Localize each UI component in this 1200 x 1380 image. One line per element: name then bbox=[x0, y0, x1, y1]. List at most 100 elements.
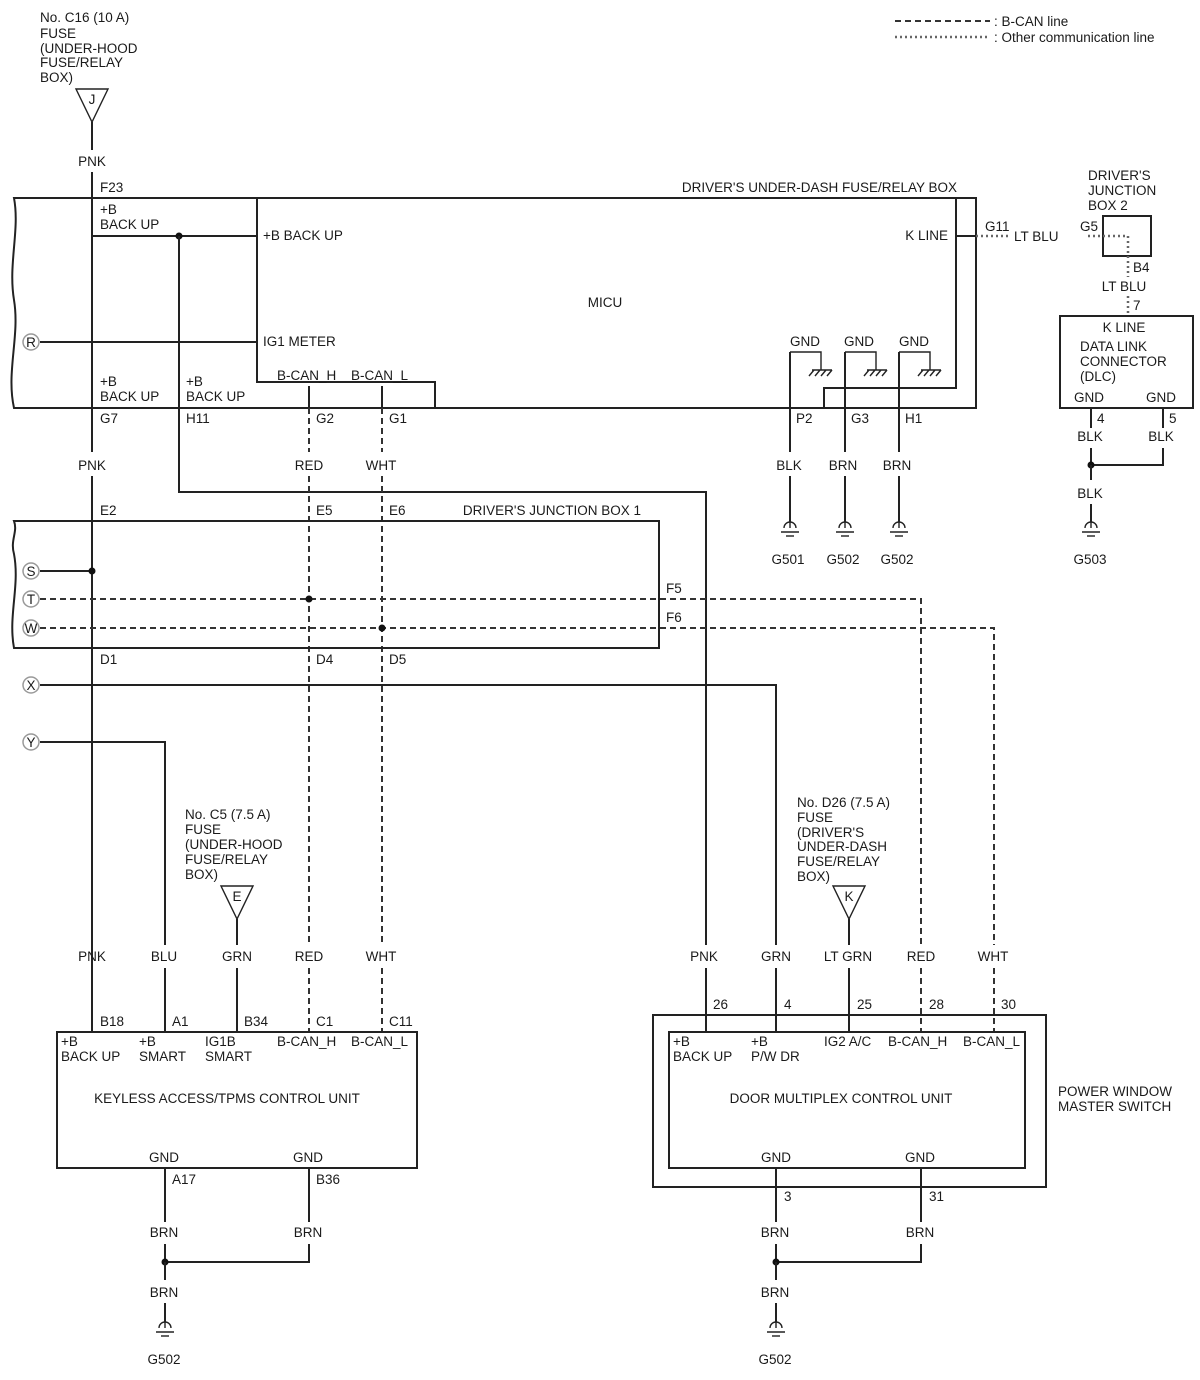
wire-door-gnd-join bbox=[775, 1244, 922, 1263]
ground-icon bbox=[767, 1321, 785, 1337]
term-p2: P2 bbox=[796, 411, 813, 426]
keyless-gnd-2: GND bbox=[293, 1150, 323, 1165]
wire-label-grn-4: GRN bbox=[761, 949, 791, 964]
wire-y-blu bbox=[40, 741, 166, 945]
dlc-gnd-1: GND bbox=[1074, 390, 1104, 405]
term-g1: G1 bbox=[389, 411, 407, 426]
wire-label-pnk-top: PNK bbox=[78, 154, 106, 169]
wire-label-pnk-g7: PNK bbox=[78, 458, 106, 473]
legend-can-label: : B-CAN line bbox=[994, 14, 1068, 29]
pin-31: 31 bbox=[929, 1189, 944, 1204]
fuse-c16-letter: J bbox=[89, 92, 96, 107]
dlc-k-line: K LINE bbox=[1103, 320, 1146, 335]
ground-icon bbox=[781, 521, 799, 537]
micu-gnd-1: GND bbox=[790, 334, 820, 349]
pin-26: 26 bbox=[713, 997, 728, 1012]
fuse-c16-label-1: No. C16 (10 A) bbox=[40, 10, 129, 25]
ground-icon bbox=[836, 521, 854, 537]
wire-label-brn-a17: BRN bbox=[150, 1225, 179, 1240]
fuse-d26-label-4: UNDER-DASH bbox=[797, 839, 887, 854]
term-b4: B4 bbox=[1133, 260, 1150, 275]
wire-label-wht-30: WHT bbox=[978, 949, 1009, 964]
can-h-t-f5 bbox=[40, 598, 922, 945]
door-back-up: BACK UP bbox=[673, 1049, 732, 1064]
keyless-b-1: +B bbox=[61, 1034, 78, 1049]
under-dash-title: DRIVER'S UNDER-DASH FUSE/RELAY BOX bbox=[682, 180, 957, 195]
under-dash-box-outline bbox=[10, 197, 977, 409]
keyless-b-can-l: B-CAN_L bbox=[351, 1034, 409, 1049]
junction-box-1: DRIVER'S JUNCTION BOX 1 E2 E5 E6 F5 F6 D… bbox=[11, 503, 682, 667]
term-g7: G7 bbox=[100, 411, 118, 426]
dlc-pin-7: 7 bbox=[1133, 298, 1141, 313]
fuse-d26-triangle-icon bbox=[831, 885, 867, 921]
under-dash-back-up-3: BACK UP bbox=[186, 389, 245, 404]
dlc-pin-5: 5 bbox=[1169, 411, 1177, 426]
wire-label-brn-keyless-gnd: BRN bbox=[150, 1285, 179, 1300]
under-dash-back-up-2: BACK UP bbox=[100, 389, 159, 404]
wire-label-red-28: RED bbox=[907, 949, 936, 964]
wire-label-lt-grn-25: LT GRN bbox=[824, 949, 872, 964]
door-gnd-2: GND bbox=[905, 1150, 935, 1165]
under-dash-back-up-1: BACK UP bbox=[100, 217, 159, 232]
dlc-box bbox=[1059, 315, 1194, 409]
micu-box-right bbox=[823, 198, 957, 408]
wire-label-wht-g1: WHT bbox=[366, 458, 397, 473]
keyless-title: KEYLESS ACCESS/TPMS CONTROL UNIT bbox=[94, 1091, 360, 1106]
wire-label-pnk-26: PNK bbox=[690, 949, 718, 964]
micu-gnd-2: GND bbox=[844, 334, 874, 349]
ground-icon bbox=[156, 1321, 174, 1337]
term-e6: E6 bbox=[389, 503, 406, 518]
keyless-gnd-1: GND bbox=[149, 1150, 179, 1165]
keyless-b-can-h: B-CAN_H bbox=[277, 1034, 336, 1049]
ground-g502-door: G502 bbox=[758, 1352, 791, 1367]
term-e2: E2 bbox=[100, 503, 117, 518]
pin-3: 3 bbox=[784, 1189, 792, 1204]
term-f23: F23 bbox=[100, 180, 123, 195]
connector-t: T bbox=[22, 590, 40, 608]
fuse-d26-label-5: FUSE/RELAY bbox=[797, 854, 880, 869]
jb2-internal-line bbox=[1088, 234, 1130, 256]
pin-28: 28 bbox=[929, 997, 944, 1012]
connector-w-label: W bbox=[25, 621, 38, 636]
connector-x-label: X bbox=[26, 678, 35, 693]
micu-b-can-l: B-CAN_L bbox=[351, 368, 409, 383]
fuse-c5-label-3: (UNDER-HOOD bbox=[185, 837, 283, 852]
junction-box-2: DRIVER'S JUNCTION BOX 2 G5 B4 bbox=[1080, 168, 1156, 275]
wire-label-red-g2: RED bbox=[295, 458, 324, 473]
term-h1: H1 bbox=[905, 411, 922, 426]
can-l-w-f6 bbox=[40, 627, 995, 945]
term-g11: G11 bbox=[985, 219, 1010, 234]
fuse-d26-letter: K bbox=[844, 889, 853, 904]
jb2-title-2: JUNCTION bbox=[1088, 183, 1156, 198]
micu-k-line: K LINE bbox=[905, 228, 948, 243]
fuse-c5-label-4: FUSE/RELAY bbox=[185, 852, 268, 867]
keyless-smart-2: SMART bbox=[205, 1049, 252, 1064]
wire-label-red-c1: RED bbox=[295, 949, 324, 964]
under-dash-b-2: +B bbox=[100, 374, 117, 389]
keyless-ig1b: IG1B bbox=[205, 1034, 236, 1049]
keyless-smart-1: SMART bbox=[139, 1049, 186, 1064]
wire-label-lt-blu-2: LT BLU bbox=[1102, 279, 1147, 294]
micu-gnd-3: GND bbox=[899, 334, 929, 349]
door-b-2: +B bbox=[751, 1034, 768, 1049]
pin-30: 30 bbox=[1001, 997, 1016, 1012]
fuse-c5: No. C5 (7.5 A) FUSE (UNDER-HOOD FUSE/REL… bbox=[185, 807, 283, 921]
fuse-c16-label-5: BOX) bbox=[40, 70, 73, 85]
wire-label-brn-31: BRN bbox=[906, 1225, 935, 1240]
fuse-c16-label-4: FUSE/RELAY bbox=[40, 55, 123, 70]
door-b-can-h: B-CAN_H bbox=[888, 1034, 947, 1049]
door-gnd-1: GND bbox=[761, 1150, 791, 1165]
connector-s: S bbox=[22, 562, 40, 580]
connector-w: W bbox=[22, 619, 40, 637]
ground-g502-keyless: G502 bbox=[147, 1352, 180, 1367]
connector-r: R bbox=[22, 333, 40, 351]
fuse-d26: No. D26 (7.5 A) FUSE (DRIVER'S UNDER-DAS… bbox=[797, 795, 890, 921]
connector-s-label: S bbox=[26, 564, 35, 579]
fuse-c5-label-2: FUSE bbox=[185, 822, 221, 837]
door-title: DOOR MULTIPLEX CONTROL UNIT bbox=[730, 1091, 953, 1106]
wire-label-grn-b34: GRN bbox=[222, 949, 252, 964]
pw-title-1: POWER WINDOW bbox=[1058, 1084, 1172, 1099]
wire-keyless-gnd-join bbox=[164, 1244, 310, 1263]
under-dash-b-1: +B bbox=[100, 202, 117, 217]
